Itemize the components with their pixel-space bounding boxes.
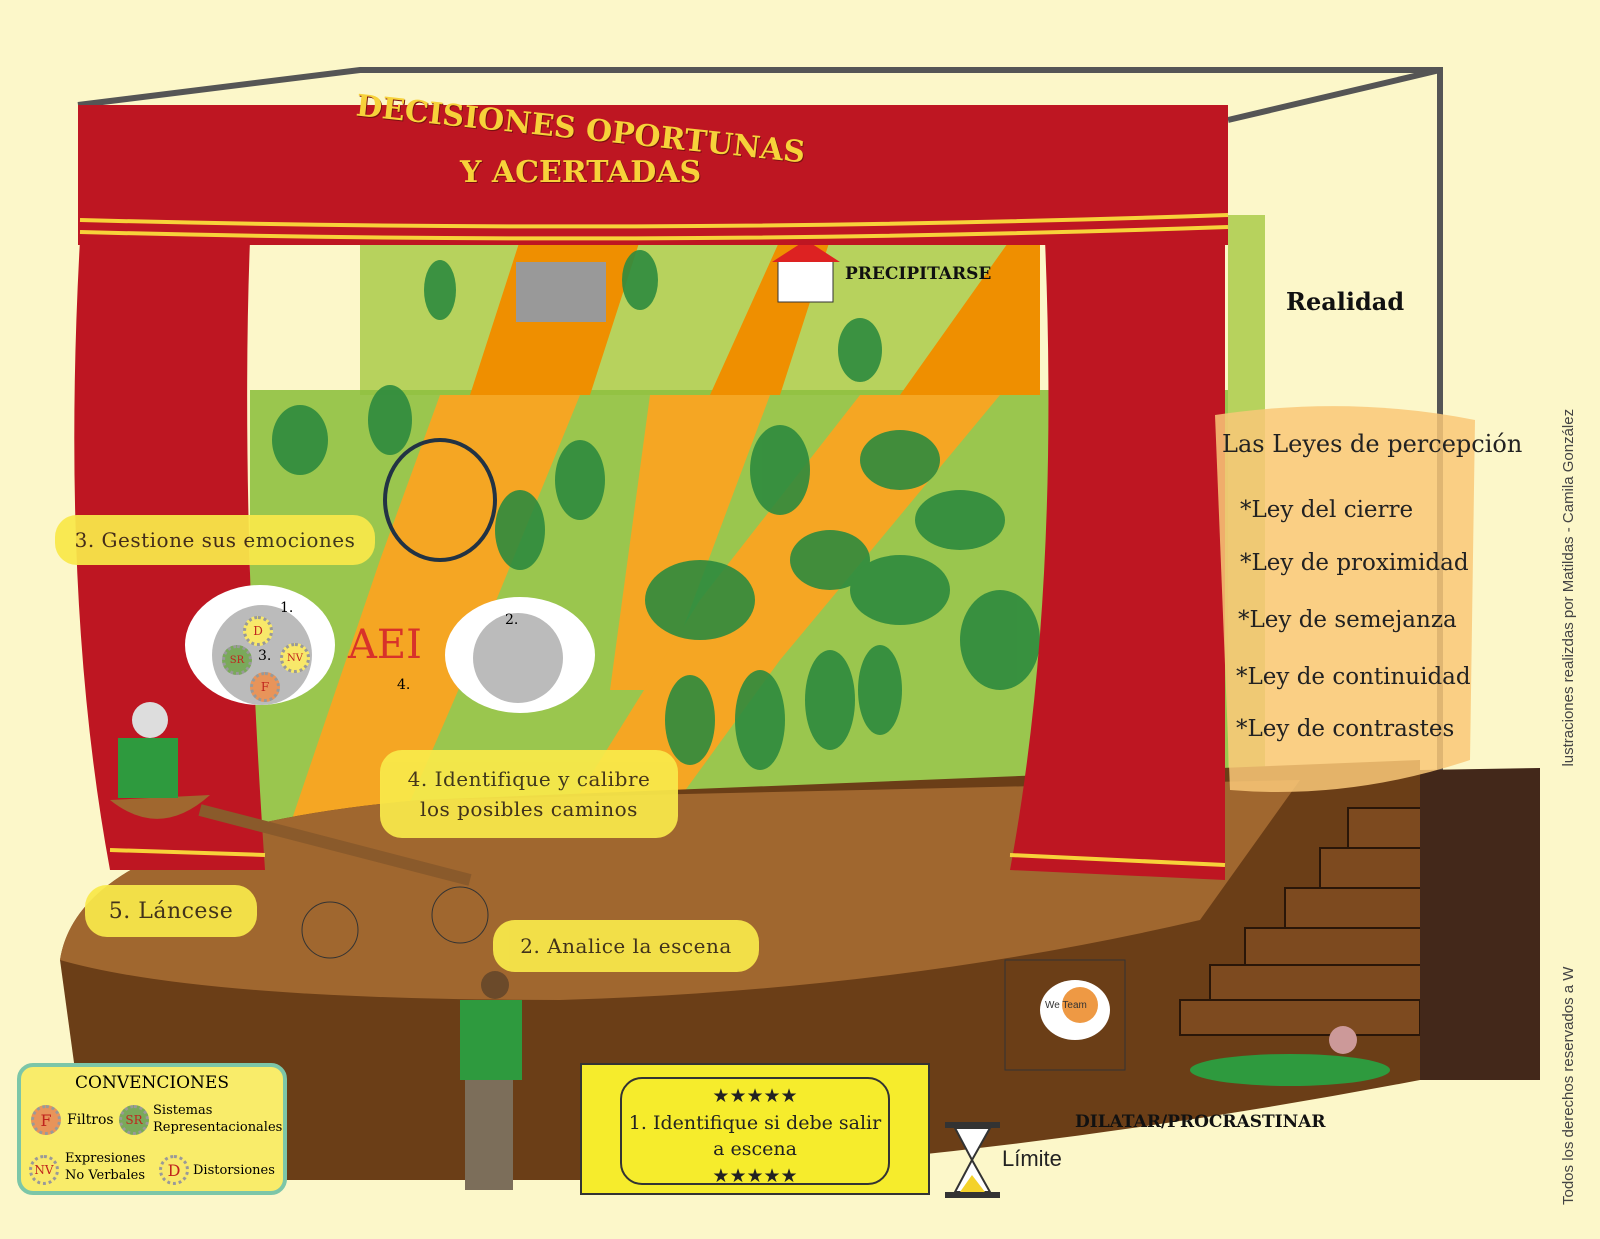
gear-nv-1: NV [280, 643, 310, 673]
step-4-callout: 4. Identifique y calibre los posibles ca… [380, 750, 678, 838]
law-item: *Ley de contrastes [1236, 716, 1455, 742]
step-2-callout: 2. Analice la escena [493, 920, 759, 972]
law-item: *Ley de continuidad [1236, 664, 1471, 690]
step-1-text: 1. Identifique si debe salir a escena [628, 1111, 882, 1161]
catapult [110, 795, 489, 959]
gear-d-icon: D [159, 1155, 189, 1185]
person-catapult [118, 702, 178, 798]
credits: Todos los derechos reservados a W lustrac… [1560, 409, 1577, 1205]
logo-text: We Team [1045, 1000, 1087, 1011]
gear-f-icon: F [31, 1105, 61, 1135]
thorns [383, 438, 497, 562]
gear-nv-icon: NV [29, 1155, 59, 1185]
step-1-ticket: ★★★★★ 1. Identifique si debe salir a esc… [580, 1063, 930, 1195]
logo [1040, 980, 1110, 1040]
hourglass-icon [945, 1122, 1000, 1198]
gear-d-1: D [243, 616, 273, 646]
credits-left: Todos los derechos reservados a W [1560, 966, 1577, 1205]
law-item: *Ley del cierre [1240, 497, 1414, 523]
dilatar-label: DILATAR/PROCRASTINAR [1075, 1112, 1326, 1132]
step-number-2: 2. [505, 612, 519, 628]
gear-f-1: F [250, 672, 280, 702]
law-item: *Ley de semejanza [1238, 607, 1457, 633]
step-5-callout: 5. Láncese [85, 885, 257, 937]
step-number-4: 4. [397, 677, 411, 693]
law-item: *Ley de proximidad [1240, 550, 1469, 576]
limite-label: Límite [1002, 1146, 1062, 1171]
step-number-1: 1. [280, 600, 294, 616]
step-4-line-2: los posibles caminos [420, 797, 638, 821]
laws-title: Las Leyes de percepción [1222, 430, 1523, 458]
legend-distorsiones: Distorsiones [193, 1163, 275, 1178]
credits-right: lustraciones realizdas por Matildas - Ca… [1560, 408, 1577, 767]
step-number-3: 3. [258, 648, 272, 664]
trees [272, 250, 1040, 770]
legend-expresiones: Expresiones No Verbales [65, 1151, 146, 1183]
conventions-legend: CONVENCIONES F Filtros SR Sistemas Repre… [17, 1063, 287, 1195]
person-analyzing [460, 971, 522, 1190]
castle [516, 262, 606, 322]
gear-sr-icon: SR [119, 1105, 149, 1135]
stars-top: ★★★★★ [712, 1085, 798, 1107]
legend-sistemas: Sistemas Representacionales [153, 1103, 283, 1135]
stars-bottom: ★★★★★ [712, 1164, 798, 1187]
precipitarse-label: PRECIPITARSE [845, 264, 992, 284]
realidad-label: Realidad [1286, 287, 1405, 316]
conventions-title: CONVENCIONES [75, 1073, 229, 1093]
gear-sr-1: SR [222, 645, 252, 675]
banner-line-2: Y ACERTADAS [460, 155, 702, 190]
step-4-line-1: 4. Identifique y calibre [407, 767, 651, 791]
laws-panel [1215, 406, 1475, 792]
aei-label: AEI [348, 622, 422, 668]
curtains [74, 105, 1228, 880]
person-lying [1190, 1026, 1390, 1086]
legend-filtros: Filtros [67, 1112, 114, 1128]
step-3-callout: 3. Gestione sus emociones [55, 515, 375, 565]
